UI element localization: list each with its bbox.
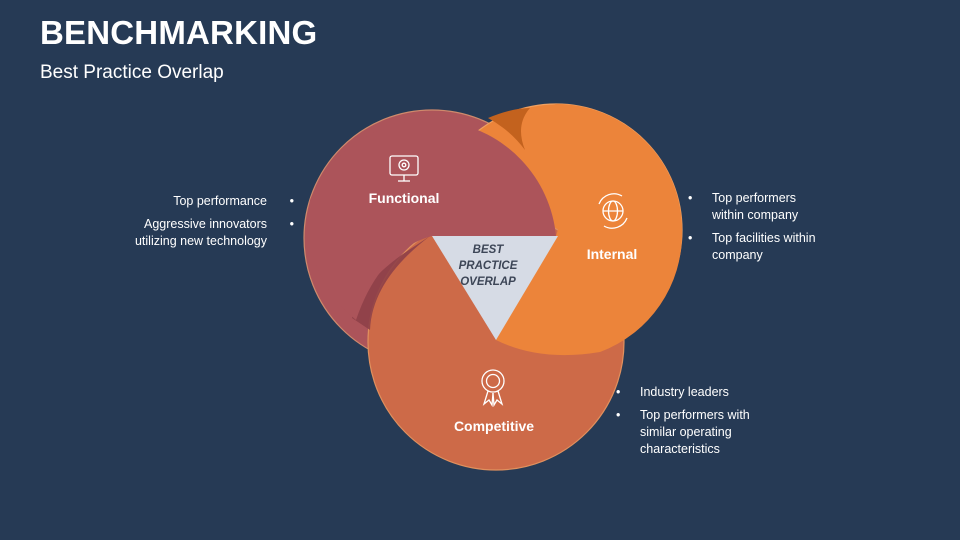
page-subtitle: Best Practice Overlap — [40, 62, 224, 83]
computer-gear-icon — [389, 155, 419, 182]
overlap-label-line: OVERLAP — [460, 276, 516, 288]
internal-label: Internal — [586, 246, 638, 262]
functional-bullet: Top performance — [119, 193, 294, 210]
competitive-bullets: Industry leaders Top performers with sim… — [616, 384, 776, 464]
competitive-label: Competitive — [453, 418, 535, 434]
overlap-triangle — [432, 236, 558, 340]
competitive-bullet: Top performers with similar operating ch… — [616, 407, 776, 458]
globe-cycle-icon — [598, 193, 628, 229]
competitive-shadow — [352, 236, 430, 330]
overlap-label: BEST PRACTICE OVERLAP — [452, 242, 524, 290]
functional-bullets: Top performance Aggressive innovators ut… — [119, 193, 294, 256]
functional-curl-shadow — [488, 108, 530, 150]
overlap-label-line: PRACTICE — [458, 260, 518, 272]
functional-label: Functional — [368, 190, 440, 206]
internal-bullets: Top performers within company Top facili… — [688, 190, 828, 270]
internal-flap — [496, 103, 683, 356]
award-ribbon-icon — [481, 369, 505, 408]
competitive-bullet: Industry leaders — [616, 384, 776, 401]
functional-bullet: Aggressive innovators utilizing new tech… — [119, 216, 294, 250]
internal-bullet: Top performers within company — [688, 190, 828, 224]
overlap-label-line: BEST — [472, 244, 504, 256]
functional-flap — [308, 120, 556, 321]
page-title: BENCHMARKING — [40, 14, 318, 51]
internal-bullet: Top facilities within company — [688, 230, 828, 264]
